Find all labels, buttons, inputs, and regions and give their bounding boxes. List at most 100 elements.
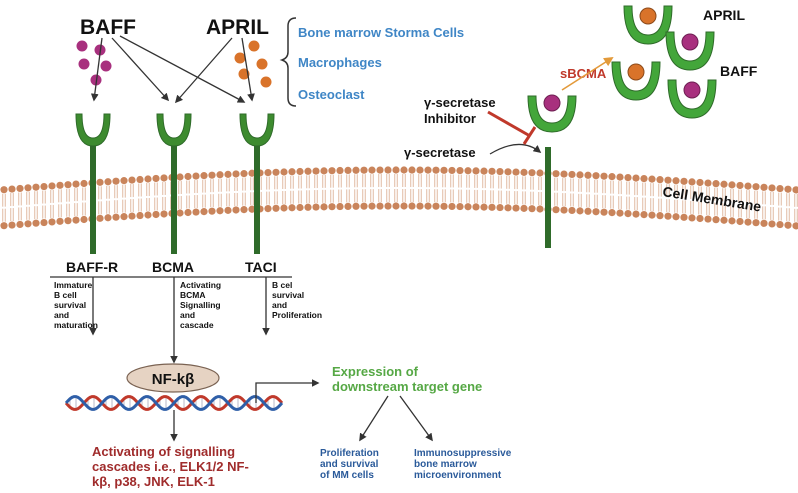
lipid-head (768, 184, 776, 192)
lipid-head (680, 213, 688, 221)
lipid-head (424, 166, 432, 174)
lipid-head (152, 174, 160, 183)
source-osteoclast: Osteoclast (298, 87, 365, 102)
lipid-head (72, 216, 80, 224)
april-ligand-dot (248, 40, 260, 52)
lipid-head (448, 202, 456, 211)
lipid-head (672, 177, 680, 185)
dna-helix (64, 395, 284, 411)
lipid-head (48, 182, 56, 190)
arrow-april-to-taci (241, 37, 255, 102)
lipid-head (120, 177, 128, 185)
nfkb-label: NF-kβ (152, 371, 195, 388)
lipid-head (224, 206, 232, 214)
note-bcma-line: and (180, 310, 195, 320)
lipid-head (376, 202, 384, 210)
lipid-head (24, 184, 32, 192)
receptor-baffr (75, 113, 111, 254)
lipid-head (416, 166, 424, 174)
lipid-head (104, 214, 112, 222)
source-bone-marrow: Bone marrow Storma Cells (298, 25, 464, 40)
lipid-head (592, 172, 600, 180)
april-ligand-dot (627, 63, 645, 81)
lipid-head (624, 209, 632, 218)
lipid-head (32, 219, 40, 227)
sbcma-label: sBCMA (560, 66, 607, 81)
receptor-bcma (156, 113, 192, 254)
cell-membrane (0, 166, 798, 230)
lipid-head (648, 211, 656, 219)
lipid-head (408, 166, 416, 174)
baff-ligand-dot (683, 81, 701, 99)
lipid-head (600, 208, 608, 216)
lipid-head (96, 178, 104, 186)
lipid-head (568, 170, 576, 179)
lipid-head (400, 202, 408, 210)
arrow-sbcma-release (561, 56, 614, 91)
lipid-head (552, 206, 560, 214)
arrow-secretase-to-bcma (489, 143, 542, 155)
lipid-head (232, 170, 240, 178)
lipid-head (632, 210, 640, 218)
lipid-head (480, 203, 488, 211)
lipid-head (648, 175, 656, 183)
lipid-head (384, 202, 392, 210)
lipid-head (408, 202, 416, 210)
lipid-head (512, 204, 520, 212)
lipid-head (712, 180, 720, 188)
lipid-head (184, 172, 192, 181)
inhibitor-line-1: γ-secretase (424, 95, 496, 110)
lipid-head (744, 182, 752, 190)
lipid-head (760, 183, 768, 191)
lipid-head (768, 220, 776, 228)
lipid-head (360, 166, 368, 174)
lipid-head (216, 171, 224, 179)
ligand-binding-arrows (90, 35, 255, 104)
lipid-head (8, 185, 16, 193)
membrane-bcma-stalk (545, 147, 551, 248)
lipid-head (488, 167, 496, 175)
lipid-head (592, 208, 600, 216)
lipid-head (112, 213, 120, 221)
april-ligand-dot (256, 58, 268, 70)
soluble-decoy-cluster (611, 5, 717, 119)
april-ligand-dot (260, 76, 272, 88)
lipid-head (472, 167, 480, 175)
outcome-proliferation: Proliferation and survival of MM cells (320, 448, 379, 481)
lipid-head (72, 180, 80, 188)
lipid-head (328, 203, 336, 211)
lipid-head (136, 175, 144, 184)
lipid-head (232, 206, 240, 214)
note-baffr-line: Immature (54, 280, 93, 290)
receptor-stalk (254, 142, 260, 254)
lipid-head (144, 175, 152, 183)
baff-title: BAFF (80, 16, 136, 39)
lipid-head (152, 210, 160, 219)
lipid-head (280, 204, 288, 212)
lipid-head (640, 175, 648, 183)
receptor-cup (156, 113, 192, 147)
lipid-head (296, 203, 304, 212)
lipid-head (552, 170, 560, 178)
gamma-secretase-label: γ-secretase (404, 145, 476, 160)
lipid-head (440, 166, 448, 174)
lipid-head (208, 207, 216, 215)
outcome-immuno-line: Immunosuppressive (414, 448, 512, 459)
lipid-head (560, 170, 568, 178)
decoy-baff-top (665, 31, 715, 71)
lipid-head (160, 210, 168, 218)
note-bcma-line: Activating (180, 280, 221, 290)
lipid-head (416, 202, 424, 210)
lipid-head (248, 205, 256, 213)
lipid-head (56, 181, 64, 189)
dna-strand (64, 395, 284, 411)
inhibitor-block-line (487, 110, 531, 138)
lipid-head (344, 202, 352, 211)
outcome-proliferation-line: and survival (320, 459, 379, 470)
lipid-head (576, 207, 584, 215)
note-bcma-line: Signalling (180, 300, 221, 310)
lipid-head (496, 203, 504, 212)
lipid-head (704, 215, 712, 223)
lipid-head (136, 211, 144, 220)
lipid-head (64, 217, 72, 225)
